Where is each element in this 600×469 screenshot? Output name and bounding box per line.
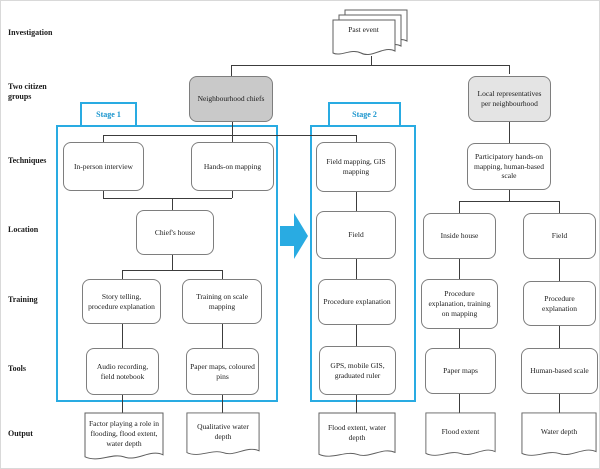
row-label-techniques: Techniques: [8, 156, 47, 165]
document-icon: [318, 412, 396, 457]
connector-line: [459, 328, 460, 348]
connector-line: [122, 323, 123, 349]
stacked-pages-icon: [332, 9, 408, 55]
node-participatory-mapping: Participatory hands-on mapping, human-ba…: [467, 143, 551, 190]
row-label-output: Output: [8, 429, 33, 438]
node-paper-maps: Paper maps: [425, 348, 496, 394]
connector-line: [459, 201, 460, 213]
connector-line: [459, 393, 460, 413]
node-procedure-right: Procedure explanation: [523, 281, 596, 326]
node-training-scale-mapping: Training on scale mapping: [182, 279, 262, 324]
node-procedure-training-mapping: Procedure explanation, training on mappi…: [421, 279, 498, 329]
output-qualitative-depth-label: Qualitative water depth: [197, 421, 249, 441]
connector-line: [103, 135, 356, 136]
output-flood-extent-label: Flood extent: [441, 427, 480, 437]
row-label-location: Location: [8, 225, 39, 234]
node-inside-house: Inside house: [423, 213, 496, 259]
connector-line: [232, 135, 233, 142]
connector-line: [232, 122, 233, 135]
connector-line: [559, 258, 560, 281]
connector-line: [559, 201, 560, 213]
connector-line: [222, 394, 223, 413]
connector-line: [509, 65, 510, 74]
connector-line: [459, 258, 460, 279]
connector-line: [172, 255, 173, 270]
document-icon: [425, 412, 496, 456]
document-icon: [186, 412, 260, 455]
stage2-label: Stage 2: [328, 102, 401, 127]
node-storytelling: Story telling, procedure explanation: [82, 279, 161, 324]
output-flood-extent-depth-document: Flood extent, water depth: [318, 412, 396, 462]
connector-line: [103, 135, 104, 142]
connector-line: [231, 65, 510, 66]
node-paper-maps-pins: Paper maps, coloured pins: [186, 348, 259, 395]
connector-line: [559, 393, 560, 413]
node-gps-mobile-gis: GPS, mobile GIS, graduated ruler: [319, 346, 396, 395]
past-event-label: Past event: [348, 25, 379, 35]
row-label-training: Training: [8, 295, 38, 304]
connector-line: [122, 270, 222, 271]
row-label-tools: Tools: [8, 364, 26, 373]
connector-line: [356, 258, 357, 279]
connector-line: [103, 191, 104, 198]
stage1-outline: [56, 125, 278, 402]
connector-line: [459, 201, 559, 202]
stage-transition-arrow-icon: [280, 213, 308, 259]
node-in-person-interview: In-person interview: [63, 142, 144, 191]
past-event-document: Past event: [331, 9, 409, 63]
output-factors-document: Factor playing a role in flooding, flood…: [84, 412, 164, 465]
connector-line: [231, 65, 232, 76]
connector-line: [356, 191, 357, 211]
document-icon: [521, 412, 597, 456]
row-label-investigation: Investigation: [8, 28, 53, 37]
node-chiefs-house: Chief's house: [136, 210, 214, 255]
output-factors-label: Factor playing a role in flooding, flood…: [89, 419, 159, 448]
node-procedure-stage2: Procedure explanation: [318, 279, 396, 325]
node-field-stage2: Field: [316, 211, 396, 259]
node-audio-recording: Audio recording, field notebook: [86, 348, 159, 395]
connector-line: [122, 270, 123, 279]
connector-line: [356, 324, 357, 346]
connector-line: [371, 56, 372, 65]
node-field-right: Field: [523, 213, 596, 259]
connector-line: [356, 135, 357, 142]
connector-line: [122, 394, 123, 413]
output-water-depth-document: Water depth: [521, 412, 597, 461]
document-icon: [84, 412, 164, 460]
output-qualitative-depth-document: Qualitative water depth: [186, 412, 260, 460]
node-field-gis-mapping: Field mapping, GIS mapping: [316, 142, 396, 192]
group-local-representatives: Local representatives per neighbourhood: [468, 76, 551, 122]
node-human-based-scale: Human-based scale: [521, 348, 598, 394]
connector-line: [222, 270, 223, 279]
connector-line: [559, 325, 560, 348]
connector-line: [232, 191, 233, 198]
connector-line: [509, 189, 510, 201]
connector-line: [509, 121, 510, 143]
connector-line: [172, 198, 173, 210]
group-neighbourhood-chiefs: Neighbourhood chiefs: [189, 76, 273, 122]
row-label-citizen-groups: Two citizen groups: [8, 82, 47, 102]
stage1-label: Stage 1: [80, 102, 137, 127]
output-flood-extent-depth-label: Flood extent, water depth: [327, 422, 387, 442]
connector-line: [356, 394, 357, 413]
output-flood-extent-document: Flood extent: [425, 412, 496, 461]
connector-line: [103, 198, 232, 199]
connector-line: [222, 323, 223, 349]
node-hands-on-mapping: Hands-on mapping: [191, 142, 274, 191]
output-water-depth-label: Water depth: [540, 427, 578, 437]
